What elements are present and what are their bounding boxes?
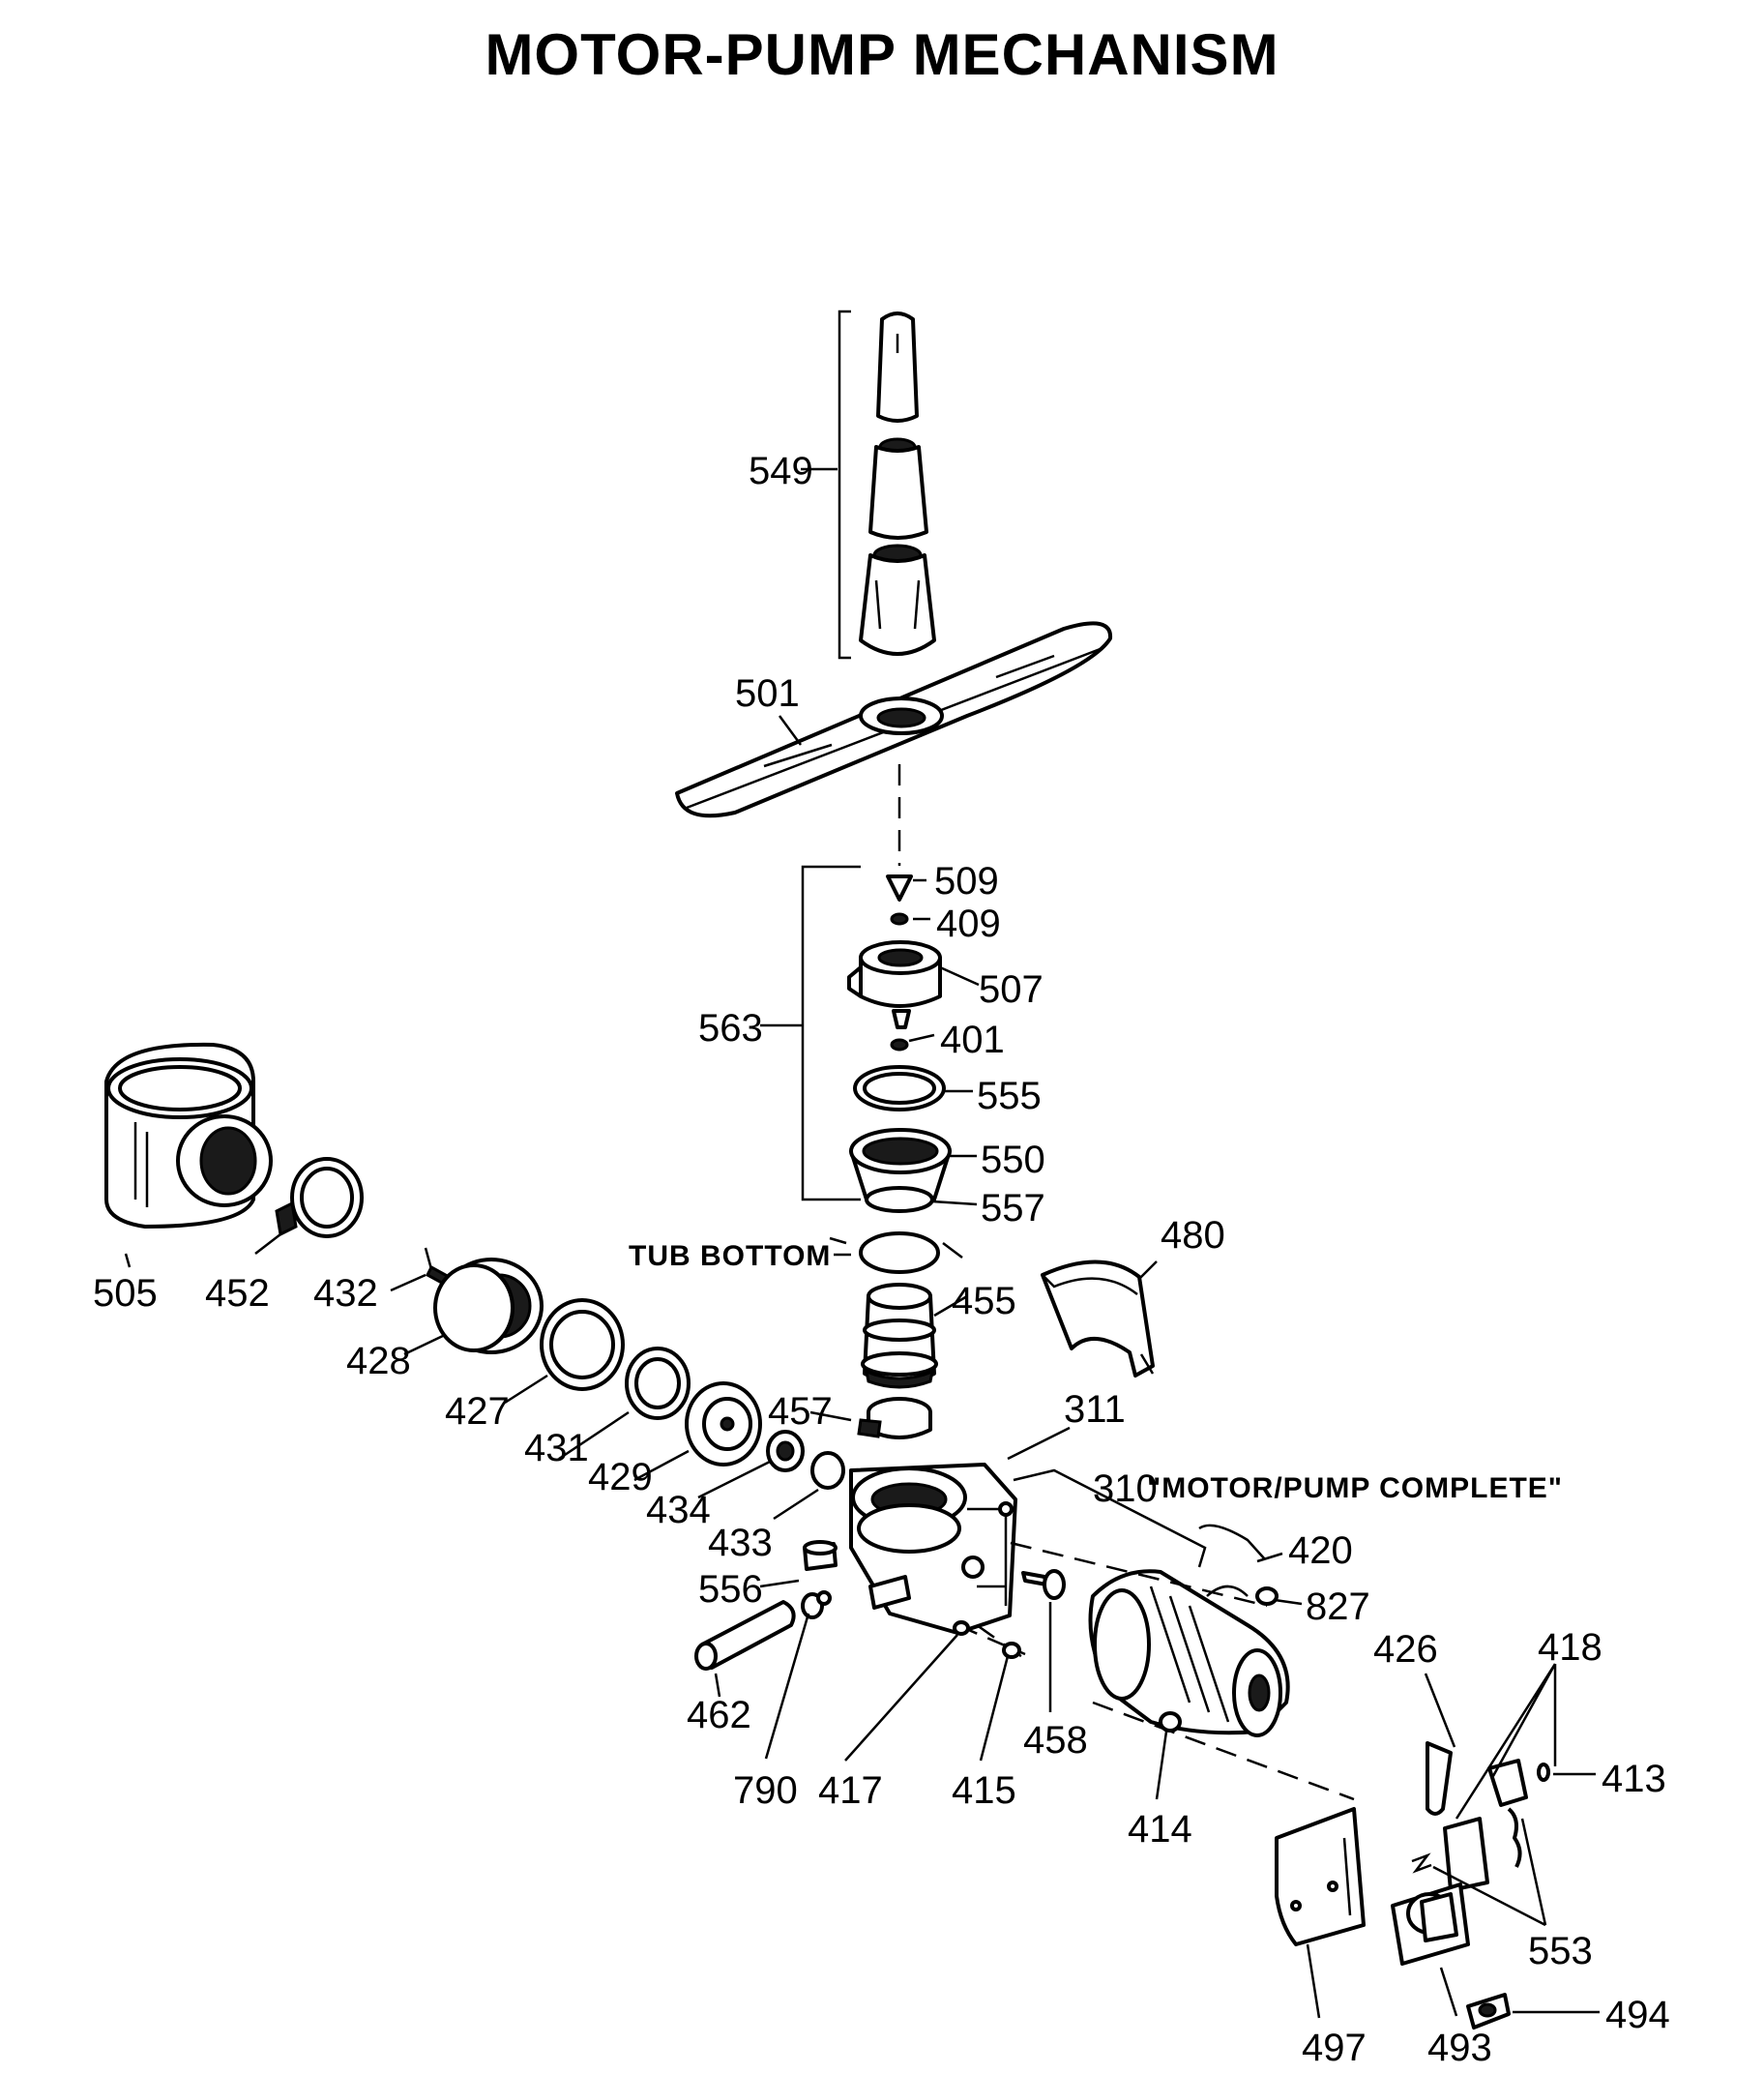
label-420: 420	[1288, 1529, 1353, 1572]
part-429-impeller	[685, 1381, 762, 1467]
part-507-hub	[847, 940, 942, 1029]
part-415-washer	[1002, 1642, 1021, 1659]
label-507: 507	[979, 968, 1044, 1011]
label-501: 501	[735, 672, 800, 715]
label-493: 493	[1427, 2027, 1492, 2069]
label-414: 414	[1128, 1808, 1192, 1851]
group-bracket-310	[1013, 1468, 1207, 1568]
label-550: 550	[981, 1139, 1045, 1181]
part-553-spring	[1411, 1852, 1432, 1874]
label-457: 457	[768, 1390, 833, 1433]
label-tub-bottom: TUB BOTTOM	[629, 1240, 831, 1272]
part-457-clamp	[857, 1397, 932, 1439]
part-555-gasket	[853, 1065, 946, 1111]
label-509: 509	[934, 860, 999, 903]
part-452-clamp	[275, 1157, 364, 1238]
label-401: 401	[940, 1019, 1005, 1061]
part-462-hose	[694, 1600, 796, 1671]
part-414-screw	[1159, 1711, 1182, 1733]
label-555: 555	[977, 1075, 1042, 1117]
label-429: 429	[588, 1456, 653, 1498]
label-553: 553	[1528, 1930, 1593, 1972]
part-433-washer	[810, 1451, 845, 1490]
page-title: MOTOR-PUMP MECHANISM	[485, 22, 1279, 87]
label-motor-pump-complete: "MOTOR/PUMP COMPLETE"	[1147, 1472, 1563, 1504]
label-432: 432	[313, 1272, 378, 1315]
part-455-seal	[861, 1283, 938, 1389]
label-426: 426	[1373, 1628, 1438, 1671]
label-494: 494	[1605, 1994, 1670, 2036]
part-497-bracket	[1275, 1807, 1366, 1946]
part-motor	[1088, 1569, 1290, 1737]
label-311: 311	[1064, 1388, 1126, 1431]
part-401-ball	[890, 1038, 909, 1052]
label-557: 557	[981, 1187, 1045, 1230]
part-428-filter	[433, 1258, 544, 1354]
part-426-wire	[1426, 1741, 1453, 1816]
label-455: 455	[952, 1280, 1016, 1322]
part-417-washer	[953, 1620, 970, 1636]
label-497: 497	[1302, 2027, 1367, 2069]
label-415: 415	[952, 1769, 1016, 1812]
part-505-sump	[104, 1042, 273, 1229]
label-505: 505	[93, 1272, 158, 1315]
label-458: 458	[1023, 1719, 1088, 1762]
part-434-nut	[766, 1430, 805, 1472]
label-418: 418	[1538, 1626, 1602, 1669]
leader-lines	[124, 467, 1600, 2019]
part-509-screw	[886, 874, 913, 902]
label-790: 790	[733, 1769, 798, 1812]
label-433: 433	[708, 1522, 773, 1564]
label-413: 413	[1602, 1758, 1666, 1800]
part-549-spray-tubes	[838, 310, 936, 660]
part-311-pump-housing	[849, 1463, 1017, 1635]
label-563: 563	[698, 1007, 763, 1050]
label-310: 310	[1093, 1467, 1158, 1510]
label-417: 417	[818, 1769, 883, 1812]
label-434: 434	[646, 1489, 711, 1531]
label-427: 427	[445, 1390, 510, 1433]
group-bracket-563	[801, 865, 861, 1201]
part-427-ring	[540, 1298, 625, 1391]
label-556: 556	[698, 1568, 763, 1611]
label-452: 452	[205, 1272, 270, 1315]
label-428: 428	[346, 1340, 411, 1382]
part-409-washer	[890, 912, 909, 926]
part-480-shield	[1041, 1259, 1155, 1378]
part-790-clamp	[801, 1590, 832, 1619]
label-549: 549	[749, 450, 813, 492]
part-494-plunger	[1466, 1993, 1511, 2030]
part-413-clip	[1537, 1763, 1550, 1782]
label-462: 462	[687, 1694, 751, 1736]
tub-bottom-opening	[829, 1231, 963, 1274]
part-458-bolt	[1021, 1569, 1066, 1600]
label-431: 431	[524, 1427, 589, 1469]
part-556-fitting	[803, 1540, 838, 1571]
part-827-screw	[1255, 1586, 1279, 1606]
label-409: 409	[936, 903, 1001, 945]
label-827: 827	[1306, 1585, 1370, 1628]
part-420-wire	[1198, 1524, 1266, 1560]
label-480: 480	[1161, 1214, 1225, 1257]
part-431-ring	[625, 1347, 691, 1420]
part-493-solenoid	[1391, 1882, 1470, 1966]
part-418-switch	[1443, 1759, 1528, 1892]
part-501-spray-arm	[675, 621, 1113, 818]
part-557-nut	[865, 1186, 934, 1213]
